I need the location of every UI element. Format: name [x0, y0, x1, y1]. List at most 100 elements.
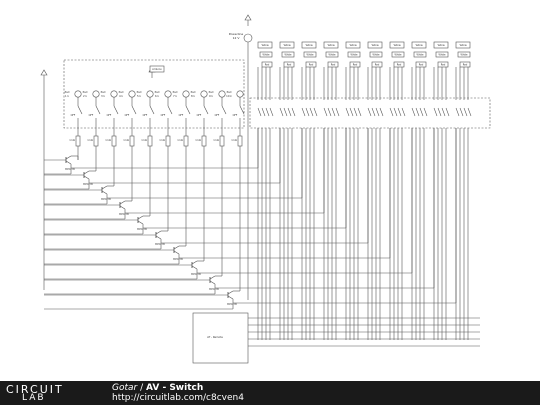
relay-mid [281, 51, 295, 58]
switch-label: OFF [89, 114, 94, 117]
relay-mid [435, 51, 449, 58]
switch-label: OFF [215, 114, 220, 117]
pad-value: 8 k [191, 94, 195, 98]
transistor-collector [119, 200, 126, 205]
relay-bot-label: Red [463, 64, 468, 67]
relay-top-label: Yellow [327, 44, 334, 47]
supply-label: Powerline [229, 32, 244, 36]
transistor-label: BC547B [119, 213, 129, 216]
relay-bot [261, 61, 273, 68]
transistor-collector [173, 245, 180, 250]
owner-link[interactable]: Gotar [112, 383, 138, 393]
relay-mid-label: White [461, 54, 468, 57]
pad-value: 1 k [65, 94, 69, 98]
transistor-label: BC547B [83, 183, 93, 186]
relay-top-label: Yellow [459, 44, 466, 47]
relay-top-label: Yellow [393, 44, 400, 47]
relay-bus [249, 97, 491, 129]
pad-terminal [128, 90, 136, 98]
pad-label: Pad [137, 90, 142, 94]
relay-contact [463, 107, 468, 117]
switch-blade [185, 105, 191, 115]
relay-contact [367, 107, 372, 117]
resistor [93, 135, 99, 147]
relay-mid [369, 51, 383, 58]
relay-top [367, 41, 383, 49]
circuitlab-logo[interactable]: CIRCUIT LAB [6, 383, 98, 403]
resistor-label: 1 kΩ [195, 139, 201, 142]
switch-blade [239, 105, 245, 115]
relay-contact [441, 107, 446, 117]
switch-label: OFF [179, 114, 184, 117]
relay-contact [419, 107, 424, 117]
relay-contact [279, 107, 284, 117]
switch-label: OFF [197, 114, 202, 117]
transistor-label: BC547B [101, 198, 111, 201]
transistor-emitter [209, 280, 216, 285]
relay-contact [323, 107, 328, 117]
relay-bot-label: Red [309, 64, 314, 67]
transistor-emitter [137, 220, 144, 225]
footer-bar: CIRCUIT LAB Gotar / AV - Switch http://c… [0, 381, 540, 405]
switch-blade [221, 105, 227, 115]
relay-bot-label: Red [331, 64, 336, 67]
relay-mid [259, 51, 273, 58]
transistor-emitter [119, 205, 126, 210]
relay-contact [375, 107, 380, 117]
relay-top [455, 41, 471, 49]
transistor-collector [209, 275, 216, 280]
pad-value: 5 k [137, 94, 141, 98]
relay-mid-label: White [351, 54, 358, 57]
resistor-label: 1 kΩ [87, 139, 93, 142]
circuit-url[interactable]: http://circuitlab.com/c8cven4 [112, 393, 244, 403]
circuit-name: AV - Switch [146, 383, 204, 393]
resistor-label: 1 kΩ [177, 139, 183, 142]
transistor-label: BC547B [191, 273, 201, 276]
switch-blade [149, 105, 155, 115]
relay-bot [459, 61, 471, 68]
resistor [147, 135, 153, 147]
relay-top-label: Yellow [283, 44, 290, 47]
relay-top [411, 41, 427, 49]
relay-contact [261, 107, 266, 117]
transistor-label: BC547B [209, 288, 219, 291]
transistor-emitter [65, 160, 72, 165]
pad-terminal [236, 90, 244, 98]
relay-contact [331, 107, 336, 117]
relay-contact [313, 107, 318, 117]
relay-mid-label: White [285, 54, 292, 57]
relay-contact [287, 107, 292, 117]
relay-contact [353, 107, 358, 117]
relay-mid-label: White [417, 54, 424, 57]
pad-label: Pad [191, 90, 196, 94]
switch-label: OFF [161, 114, 166, 117]
pad-value: 4 k [119, 94, 123, 98]
relay-contact [345, 107, 350, 117]
resistor-label: 1 kΩ [141, 139, 147, 142]
transistor-collector [65, 155, 72, 160]
pad-terminal [110, 90, 118, 98]
pad-terminal [74, 90, 82, 98]
transistor-emitter [173, 250, 180, 255]
relay-contact [379, 107, 384, 117]
relay-contact [265, 107, 270, 117]
relay-bot [371, 61, 383, 68]
relay-mid-label: White [307, 54, 314, 57]
at-remote-module [192, 312, 249, 364]
relay-top-label: Yellow [349, 44, 356, 47]
relay-contact [423, 107, 428, 117]
pad-value: 7 k [173, 94, 177, 98]
relay-bot-label: Red [397, 64, 402, 67]
pad-label: Pad [227, 90, 232, 94]
resistor-label: 1 kΩ [159, 139, 165, 142]
relay-top-label: Yellow [437, 44, 444, 47]
relay-contact [371, 107, 376, 117]
relay-contact [389, 107, 394, 117]
relay-mid-label: White [395, 54, 402, 57]
relay-contact [301, 107, 306, 117]
resistor [129, 135, 135, 147]
transistor-emitter [155, 235, 162, 240]
transistor-collector [83, 170, 90, 175]
switch-label: OFF [71, 114, 76, 117]
